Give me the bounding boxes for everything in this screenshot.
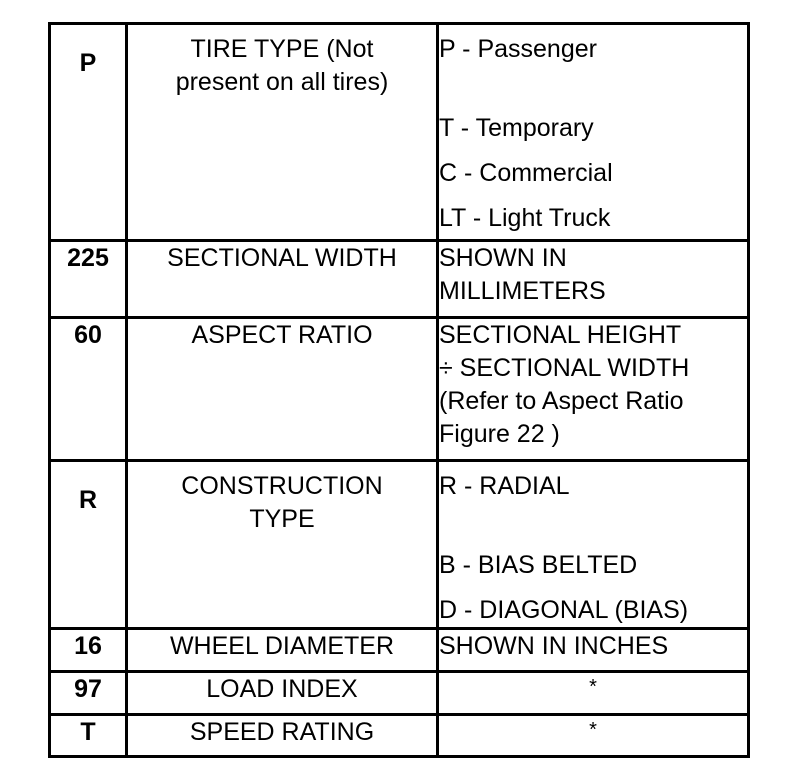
desc-line: P - Passenger (439, 35, 597, 63)
code-cell: R (48, 459, 128, 630)
code-cell: 60 (48, 316, 128, 462)
code-value: 60 (74, 321, 102, 349)
name-cell: TIRE TYPE (Not present on all tires) (125, 22, 439, 242)
desc-line: C - Commercial (439, 159, 613, 187)
desc-line: D - DIAGONAL (BIAS) (439, 596, 689, 624)
desc-cell: R - RADIAL B - BIAS BELTED D - DIAGONAL … (436, 459, 750, 630)
name-line: TYPE (249, 505, 315, 533)
name-cell: SPEED RATING (125, 713, 439, 758)
table-row-wheel-diameter: 16 WHEEL DIAMETER SHOWN IN INCHES (48, 627, 750, 673)
table-row-sectional-width: 225 SECTIONAL WIDTH SHOWN IN MILLIMETERS (48, 239, 750, 319)
desc-line: SHOWN IN INCHES (439, 632, 669, 660)
name-cell: WHEEL DIAMETER (125, 627, 439, 673)
desc-line: SECTIONAL HEIGHT (439, 321, 682, 349)
name-line: TIRE TYPE (Not (190, 35, 374, 63)
code-cell: 16 (48, 627, 128, 673)
code-value: 16 (74, 632, 102, 660)
desc-line: (Refer to Aspect Ratio (439, 387, 684, 415)
desc-cell: P - Passenger T - Temporary C - Commerci… (436, 22, 750, 242)
table-row-load-index: 97 LOAD INDEX * (48, 670, 750, 716)
desc-cell: * (436, 713, 750, 758)
name-line: SECTIONAL WIDTH (167, 244, 397, 272)
code-cell: 97 (48, 670, 128, 716)
tire-code-table: P TIRE TYPE (Not present on all tires) P… (48, 22, 750, 758)
name-line: WHEEL DIAMETER (169, 632, 395, 660)
desc-line: T - Temporary (439, 114, 594, 142)
desc-cell: SHOWN IN INCHES (436, 627, 750, 673)
name-cell: CONSTRUCTION TYPE (125, 459, 439, 630)
code-cell: T (48, 713, 128, 758)
name-line: CONSTRUCTION (181, 472, 383, 500)
code-value: R (78, 486, 98, 514)
code-value: T (80, 718, 96, 746)
desc-line: MILLIMETERS (439, 277, 606, 305)
desc-line: ÷ SECTIONAL WIDTH (439, 354, 690, 382)
desc-line: * (589, 676, 597, 698)
name-line: SPEED RATING (189, 718, 375, 746)
table-row-construction-type: R CONSTRUCTION TYPE R - RADIAL B - BIAS … (48, 459, 750, 630)
table-row-tire-type: P TIRE TYPE (Not present on all tires) P… (48, 22, 750, 242)
code-cell: P (48, 22, 128, 242)
code-value: 225 (67, 244, 109, 272)
desc-line: LT - Light Truck (439, 204, 611, 232)
name-line: ASPECT RATIO (191, 321, 373, 349)
table-row-speed-rating: T SPEED RATING * (48, 713, 750, 758)
desc-line: * (589, 719, 597, 741)
name-line: present on all tires) (175, 68, 389, 96)
table-row-aspect-ratio: 60 ASPECT RATIO SECTIONAL HEIGHT ÷ SECTI… (48, 316, 750, 462)
code-cell: 225 (48, 239, 128, 319)
desc-cell: SECTIONAL HEIGHT ÷ SECTIONAL WIDTH (Refe… (436, 316, 750, 462)
desc-line: B - BIAS BELTED (439, 551, 638, 579)
name-cell: SECTIONAL WIDTH (125, 239, 439, 319)
desc-line: Figure 22 ) (439, 420, 560, 448)
desc-cell: * (436, 670, 750, 716)
desc-cell: SHOWN IN MILLIMETERS (436, 239, 750, 319)
desc-line: SHOWN IN (439, 244, 567, 272)
desc-line: R - RADIAL (439, 472, 570, 500)
name-cell: ASPECT RATIO (125, 316, 439, 462)
code-value: 97 (74, 675, 102, 703)
name-cell: LOAD INDEX (125, 670, 439, 716)
name-line: LOAD INDEX (206, 675, 358, 703)
code-value: P (79, 49, 97, 77)
